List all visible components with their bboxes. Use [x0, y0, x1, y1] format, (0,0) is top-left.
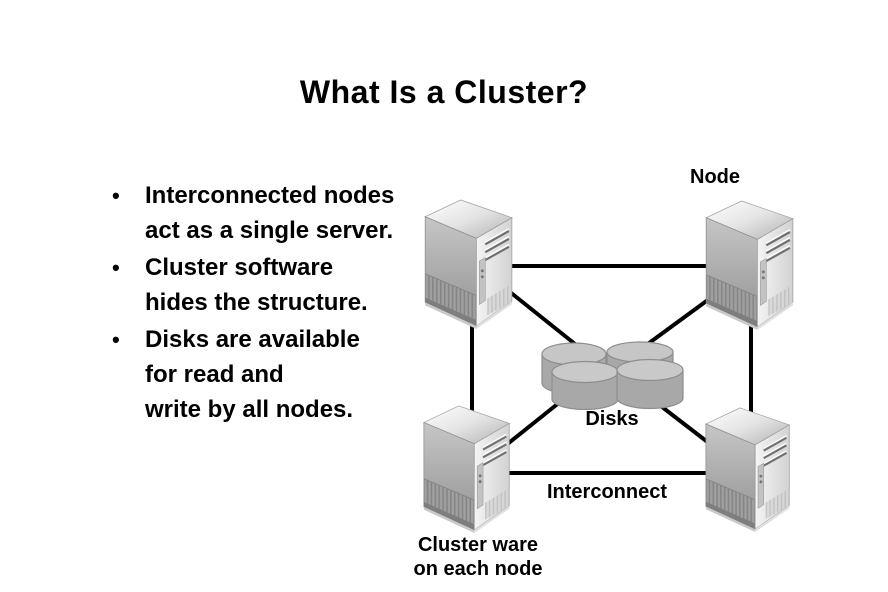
bullet-marker: • — [112, 183, 120, 208]
bullet-line: Disks are available — [145, 326, 360, 353]
bullet-line: Interconnected nodes — [145, 182, 395, 209]
clusterware-label: Cluster ware on each node — [414, 533, 543, 581]
bullet-line: write by all nodes. — [145, 396, 354, 423]
bullet-item: • Cluster software hides the structure. — [103, 250, 453, 320]
interconnect-label: Interconnect — [546, 481, 668, 503]
bullet-marker: • — [112, 255, 120, 280]
node-label: Node — [690, 166, 740, 188]
bullet-item: • Disks are available for read and write… — [103, 322, 453, 427]
bullet-list: • Interconnected nodes act as a single s… — [103, 178, 453, 429]
server-node-bottom-right-icon — [703, 406, 796, 533]
bullet-line: act as a single server. — [145, 217, 394, 244]
clusterware-label-line1: Cluster ware — [417, 534, 539, 556]
disk-stack-icon — [540, 340, 686, 410]
disks-label: Disks — [585, 408, 639, 430]
server-node-bottom-left-icon — [422, 404, 515, 534]
connector-disks-to-bottomleft — [503, 396, 567, 448]
bullet-line: Cluster software — [145, 254, 334, 281]
slide-title: What Is a Cluster? — [299, 74, 589, 111]
server-node-top-right-icon — [705, 199, 798, 331]
bullet-line: for read and — [145, 361, 284, 388]
server-node-top-left-icon — [424, 198, 517, 330]
bullet-marker: • — [112, 327, 120, 352]
bullet-item: • Interconnected nodes act as a single s… — [103, 178, 453, 248]
clusterware-label-line2: on each node — [413, 558, 543, 580]
connector-topleft-to-disks — [508, 290, 582, 350]
bullet-line: hides the structure. — [145, 289, 368, 316]
connector-topright-to-disks — [643, 292, 718, 348]
